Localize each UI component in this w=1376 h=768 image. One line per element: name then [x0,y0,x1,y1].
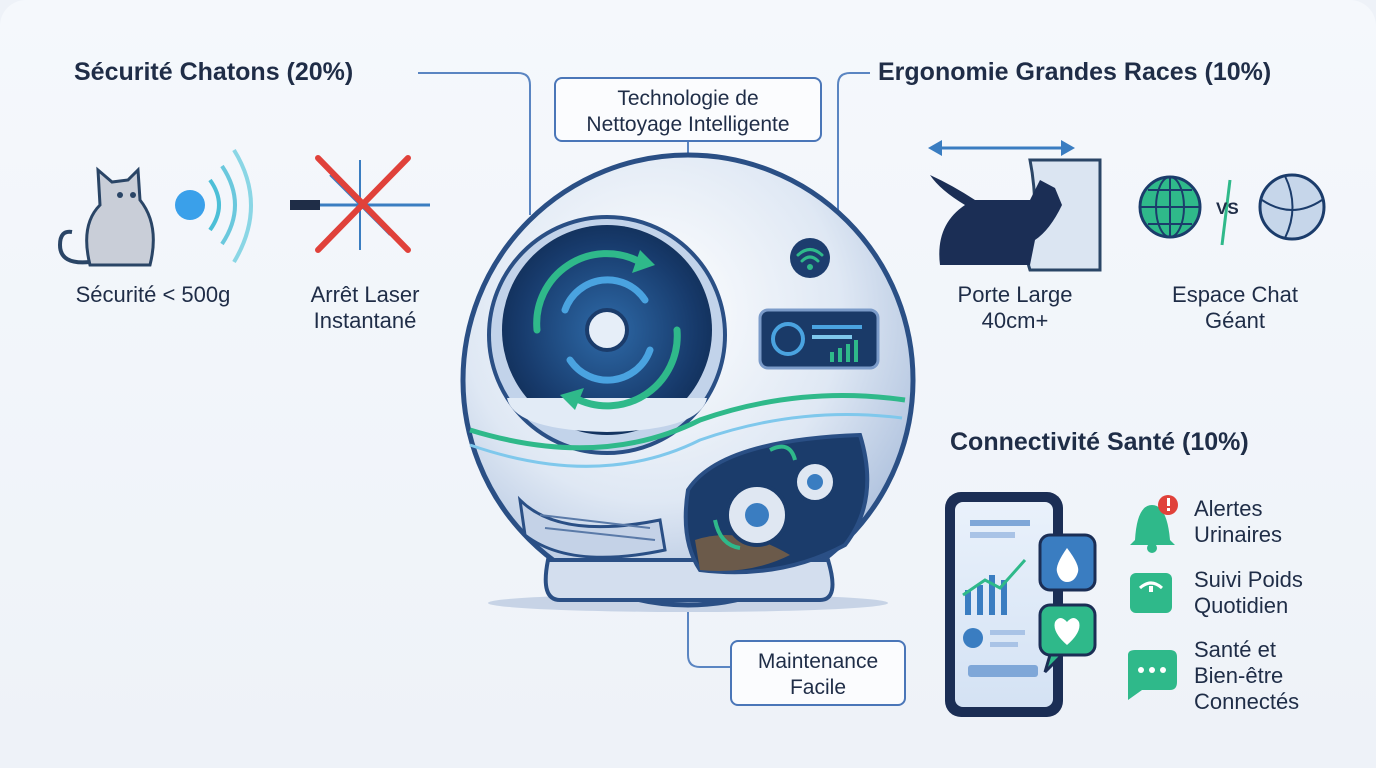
chat-bubble-icon [1128,650,1177,700]
laser-stop-icon [290,155,430,253]
bell-alert-icon [1130,495,1178,553]
connector-maintenance [687,610,730,668]
weight-tracking-label: Suivi Poids Quotidien [1194,567,1303,618]
maintenance-callout: Maintenance Facile [730,640,906,706]
giant-space-label: Espace Chat Géant [1172,282,1298,333]
connector-lines [418,72,870,668]
large-cat-door-icon [928,140,1102,272]
health-title: Connectivité Santé (10%) [950,428,1249,456]
large-door-label: Porte Large 40cm+ [957,282,1073,333]
kitten-sensor-icon [57,148,253,267]
large-breeds-title: Ergonomie Grandes Races (10%) [878,58,1272,86]
smart-cleaning-callout: Technologie de Nettoyage Intelligente [554,77,822,142]
kitten-safety-title: Sécurité Chatons (20%) [74,58,354,86]
scale-icon [1130,573,1172,613]
globe-vs-sphere-icon: VS [1138,173,1326,246]
litter-robot-device [460,152,916,608]
connector-large-breeds [837,72,870,215]
kitten-weight-label: Sécurité < 500g [75,282,231,307]
laser-stop-label: Arrêt Laser Instantané [310,282,420,333]
connected-wellbeing-label: Santé et Bien-être Connectés [1194,637,1300,714]
svg-text:VS: VS [1216,199,1239,218]
urinary-alerts-label: Alertes Urinaires [1194,496,1283,547]
connector-kitten-safety [418,72,531,215]
phone-health-app-icon [945,492,1097,717]
